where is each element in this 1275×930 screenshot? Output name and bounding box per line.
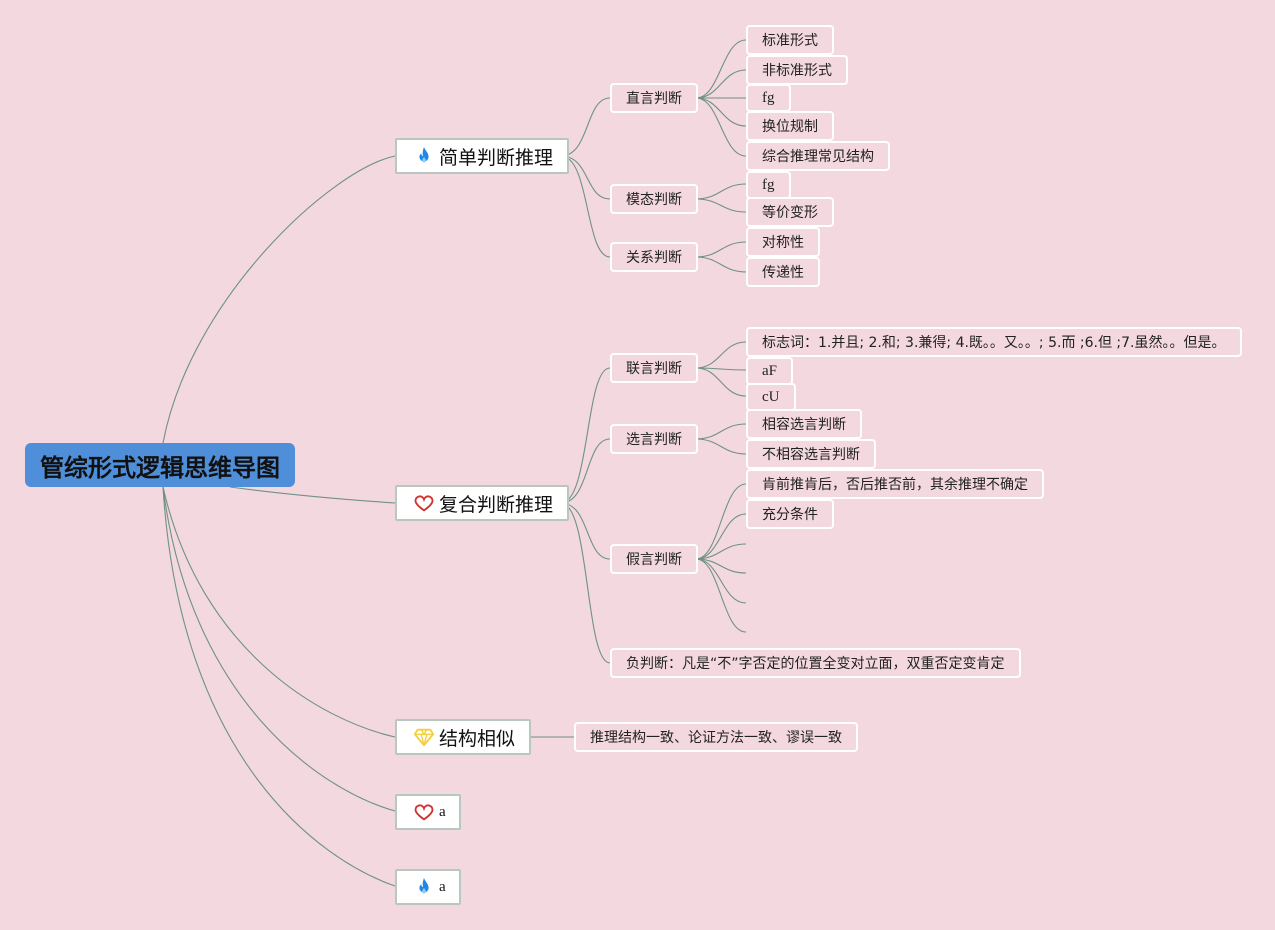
sub-xuanyan[interactable]: 选言判断 [610,424,698,454]
branch-simple-judgment[interactable]: 简单判断推理 [395,138,570,174]
branch-label: a [439,878,446,895]
fire-icon [413,876,435,898]
heart-icon [413,801,435,823]
branch-label: 结构相似 [439,727,516,750]
diamond-icon [413,726,435,748]
leaf-guanxi-1[interactable]: 对称性 [746,227,820,257]
sub-motai[interactable]: 模态判断 [610,184,698,214]
sub-guanxi[interactable]: 关系判断 [610,242,698,272]
sub-fupanduan[interactable]: 负判断：凡是“不”字否定的位置全变对立面，双重否定变肯定 [610,648,1021,678]
branch-label: a [439,803,446,820]
leaf-zhiyan-1[interactable]: 标准形式 [746,25,834,55]
leaf-lianyan-1[interactable]: 标志词：1.并且; 2.和; 3.兼得; 4.既。。又。。; 5.而 ;6.但 … [746,327,1242,357]
sub-jiayan[interactable]: 假言判断 [610,544,698,574]
branch-compound-judgment[interactable]: 复合判断推理 [395,485,570,521]
branch-label: 复合判断推理 [439,493,554,516]
leaf-zhiyan-2[interactable]: 非标准形式 [746,55,848,85]
leaf-zhiyan-3[interactable]: fg [746,84,791,112]
sub-zhiyan[interactable]: 直言判断 [610,83,698,113]
leaf-jiayan-2[interactable]: 充分条件 [746,499,834,529]
root-topic[interactable]: 管综形式逻辑思维导图 [25,443,295,487]
branch-a-heart[interactable]: a [395,794,461,830]
fire-icon [413,145,435,167]
sub-lianyan[interactable]: 联言判断 [610,353,698,383]
branch-label: 简单判断推理 [439,146,554,169]
leaf-lianyan-3[interactable]: cU [746,383,796,411]
leaf-structure-1[interactable]: 推理结构一致、论证方法一致、谬误一致 [574,722,858,752]
leaf-xuanyan-1[interactable]: 相容选言判断 [746,409,862,439]
leaf-lianyan-2[interactable]: aF [746,357,793,385]
leaf-guanxi-2[interactable]: 传递性 [746,257,820,287]
leaf-motai-1[interactable]: fg [746,171,791,199]
branch-structure-similarity[interactable]: 结构相似 [395,719,532,755]
leaf-zhiyan-4[interactable]: 换位规制 [746,111,834,141]
branch-a-fire[interactable]: a [395,869,461,905]
leaf-motai-2[interactable]: 等价变形 [746,197,834,227]
leaf-jiayan-1[interactable]: 肯前推肯后，否后推否前，其余推理不确定 [746,469,1044,499]
leaf-xuanyan-2[interactable]: 不相容选言判断 [746,439,876,469]
leaf-zhiyan-5[interactable]: 综合推理常见结构 [746,141,890,171]
heart-icon [413,492,435,514]
